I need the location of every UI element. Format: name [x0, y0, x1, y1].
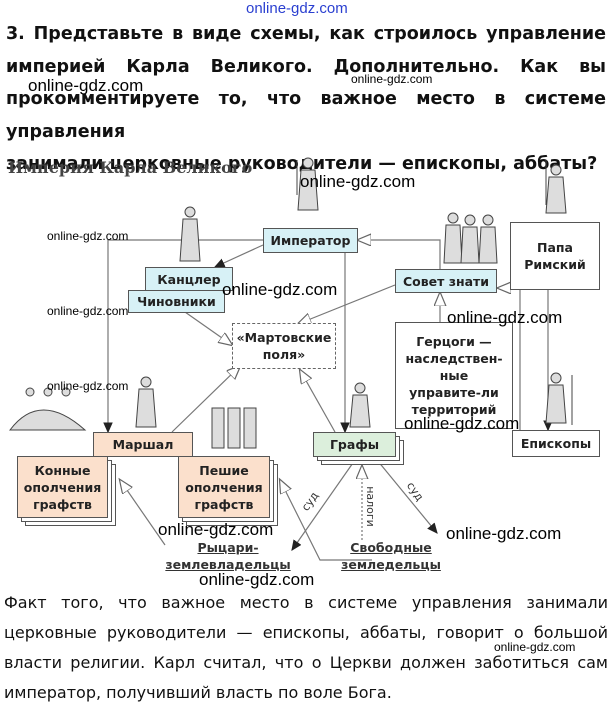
arrow-council-march	[298, 284, 396, 324]
watermark[interactable]: online-gdz.com	[28, 76, 144, 95]
count-figure-icon	[349, 382, 371, 428]
march-fields-box: «Мартовские поля»	[232, 323, 336, 369]
arrow-officials-march	[184, 311, 232, 345]
question-line: прокомментируете то, что важное место в …	[6, 89, 606, 142]
watermark[interactable]: online-gdz.com	[47, 229, 129, 243]
arrow-marshal-march	[171, 366, 240, 433]
marshal-figure-icon	[135, 376, 157, 428]
watermark[interactable]: online-gdz.com	[404, 414, 520, 433]
marshal-box: Маршал	[93, 432, 193, 457]
watermark[interactable]: online-gdz.com	[494, 640, 576, 654]
watermark[interactable]: online-gdz.com	[158, 520, 274, 539]
cavalry-figure-icon	[8, 387, 87, 431]
cavalry-box: Конные ополчения графств	[17, 456, 108, 518]
watermark[interactable]: online-gdz.com	[47, 304, 129, 318]
watermark[interactable]: online-gdz.com	[300, 172, 416, 191]
question-line: занимали церковные руководители — еписко…	[6, 154, 598, 174]
pope-box: Папа Римский	[510, 222, 600, 290]
answer-text: Факт того, что важное место в системе уп…	[4, 593, 608, 702]
arrow-counts-march	[300, 370, 336, 433]
watermark[interactable]: online-gdz.com	[47, 379, 129, 393]
taxes-label: налоги	[363, 486, 377, 527]
pope-figure-icon	[545, 160, 567, 214]
arrow-counts-free	[376, 459, 438, 534]
arrow-council-emperor	[358, 240, 441, 269]
question-text: 3. Представьте в виде схемы, как строило…	[6, 18, 606, 181]
dukes-box: Герцоги — наследствен-ные управите-ли те…	[395, 322, 513, 429]
chancellor-figure-icon	[179, 206, 201, 262]
nobles-figure-icon	[443, 212, 498, 264]
arrow-knights-cavalry	[120, 480, 166, 546]
emperor-figure-icon	[296, 157, 319, 211]
arrow-emperor-marshal	[103, 239, 263, 434]
watermark[interactable]: online-gdz.com	[351, 72, 433, 86]
free-farmers-label: Свободные земледельцы	[341, 540, 441, 572]
bishops-box: Епископы	[512, 430, 600, 457]
nobles-council-box: Совет знати	[395, 269, 497, 293]
watermark[interactable]: online-gdz.com	[199, 570, 315, 589]
watermark[interactable]: online-gdz.com	[222, 280, 338, 299]
knights-label: Рыцари-землевладельцы	[165, 540, 291, 572]
infantry-box: Пешие ополчения графств	[178, 456, 270, 518]
arrow-free-infantry	[280, 480, 372, 561]
question-line: 3. Представьте в виде схемы, как строило…	[6, 24, 606, 44]
watermark[interactable]: online-gdz.com	[447, 308, 563, 327]
counts-box: Графы	[313, 432, 396, 457]
arrow-emperor-chancellor	[213, 244, 264, 268]
arrow-counts-knights	[291, 459, 356, 551]
watermark[interactable]: online-gdz.com	[446, 524, 562, 543]
emperor-box: Император	[263, 228, 358, 253]
watermark-top[interactable]: online-gdz.com	[246, 0, 348, 17]
diagram-title: Империя Карла Великого	[8, 158, 253, 177]
chancellor-box: Канцлер	[145, 267, 233, 291]
question-line: империей Карла Великого. Дополнительно. …	[6, 56, 606, 77]
infantry-figure-icon	[211, 407, 257, 449]
officials-box: Чиновники	[128, 290, 225, 313]
bishop-figure-icon	[545, 372, 573, 425]
